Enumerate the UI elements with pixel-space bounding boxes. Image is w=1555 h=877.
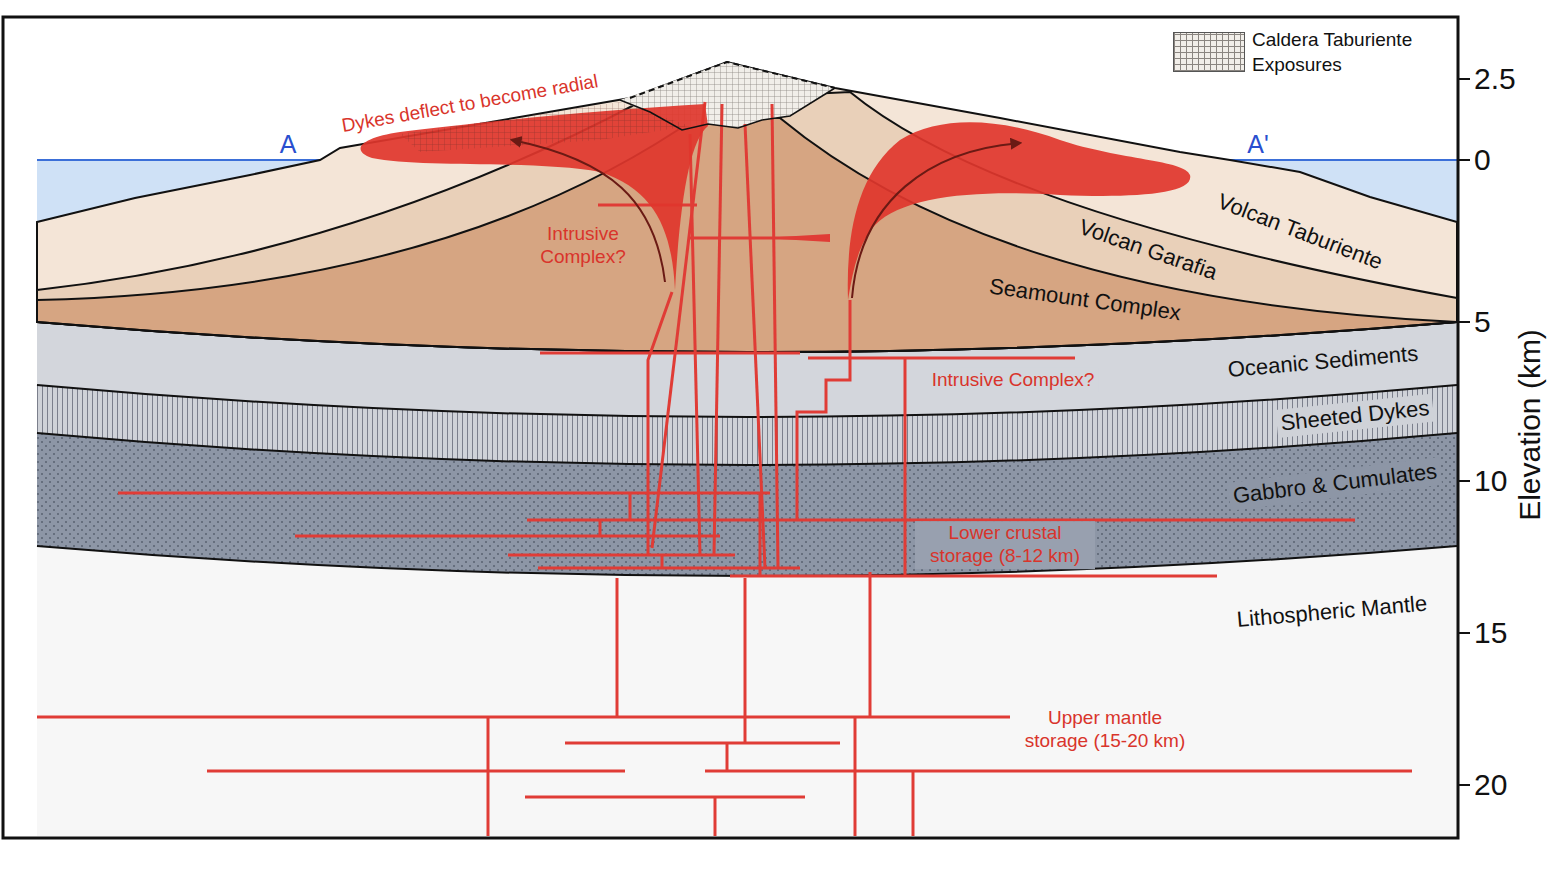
volcan-taburiente-shape [37,62,1457,352]
legend-swatch [1173,32,1245,72]
eroded-summit-outline [630,62,835,98]
figure-frame [3,17,1458,838]
axis-title: Elevation (km) [1512,329,1548,521]
axis-tick-label: 20 [1474,767,1507,803]
dyke-and-sill-network [37,102,1412,836]
flow-arrow [512,140,665,282]
axis-tick-label: 10 [1474,463,1507,499]
axis-ticks [1458,79,1470,785]
layer-boundaries [37,385,1457,576]
legend-text: Caldera Taburiente Exposures [1252,27,1448,77]
storage-label: Lower crustal storage (8-12 km) [915,521,1095,569]
section-end-label: A' [1247,129,1268,159]
sill-wedge [760,234,830,242]
volcan-garafia-shape [37,92,1457,352]
axis-tick-label: 0 [1474,142,1491,178]
lithospheric-mantle-band [37,546,1457,836]
axis-tick-label: 15 [1474,615,1507,651]
section-end-label: A [280,129,297,159]
axis-tick-label: 2.5 [1474,61,1516,97]
seamount-base-line [37,322,1457,352]
right-radial-intrusion [848,122,1191,300]
caldera-floor-line [620,88,835,130]
intrusive-complex-label: Intrusive Complex? [928,368,1099,393]
storage-label: Upper mantle storage (15-20 km) [1015,706,1195,754]
intrusive-complex-label: Intrusive Complex? [528,223,638,269]
axis-tick-label: 5 [1474,304,1491,340]
